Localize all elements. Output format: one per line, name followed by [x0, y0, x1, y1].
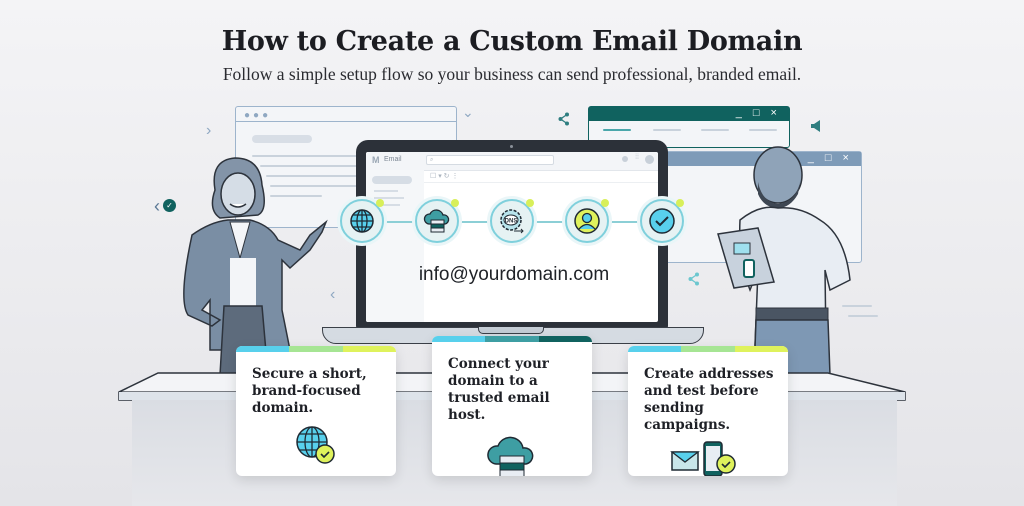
- step-domain: [340, 199, 384, 243]
- step-email-host: [415, 199, 459, 243]
- step-dns: DNS: [490, 199, 534, 243]
- chevron-right-icon: ›: [206, 122, 212, 139]
- deco-line: [848, 315, 878, 317]
- window-controls: _ □ ×: [735, 107, 781, 119]
- card-text: Secure a short, brand-focused domain.: [252, 366, 367, 416]
- email-address: info@yourdomain.com: [418, 264, 610, 285]
- dns-gear-icon: DNS: [500, 209, 524, 234]
- window-dots-icon: ●●●: [244, 110, 272, 121]
- user-icon: [574, 208, 600, 234]
- mail-logo-icon: M: [372, 155, 380, 165]
- page-title: How to Create a Custom Email Domain: [221, 26, 803, 57]
- card-secure-domain: Secure a short, brand-focused domain.: [236, 346, 396, 476]
- page-subtitle: Follow a simple setup flow so your busin…: [222, 64, 802, 84]
- card-connect-host: Connect your domain to a trusted email h…: [432, 336, 592, 476]
- compose-button[interactable]: [372, 176, 412, 184]
- step-verify: [640, 199, 684, 243]
- card-stripe: [628, 346, 788, 352]
- card-text: Create addresses and test before sending…: [644, 366, 774, 433]
- grid-icon[interactable]: ⁞⁞: [635, 154, 639, 161]
- camera-dot: [510, 145, 513, 148]
- window-controls: _ □ ×: [807, 152, 853, 164]
- deco-line: [842, 305, 872, 307]
- cloud-server-icon: [423, 209, 450, 233]
- chevron-down-icon: ⌄: [462, 104, 474, 120]
- share-icon: [688, 272, 700, 291]
- card-stripe: [432, 336, 592, 342]
- chevron-left-icon: ‹: [154, 196, 160, 216]
- check-icon: [649, 208, 675, 234]
- globe-check-icon: [296, 426, 335, 464]
- megaphone-icon: [809, 119, 823, 138]
- step-user: [565, 199, 609, 243]
- email-toolbar: ☐ ▾ ↻ ⋮: [424, 170, 658, 183]
- search-input[interactable]: ⌕: [426, 155, 554, 165]
- card-create-test: Create addresses and test before sending…: [628, 346, 788, 476]
- woman-illustration: [183, 157, 328, 375]
- chevron-left-icon: ‹: [330, 286, 336, 303]
- app-name: Email: [384, 156, 402, 163]
- mail-phone-check-icon: [670, 441, 736, 476]
- man-illustration: [717, 146, 851, 375]
- share-icon: [558, 112, 570, 131]
- card-stripe: [236, 346, 396, 352]
- apps-icon[interactable]: [622, 156, 628, 162]
- email-app-header: M Email ⌕ ⁞⁞: [366, 152, 658, 171]
- globe-icon: [350, 209, 374, 233]
- check-badge-icon: ✓: [163, 199, 176, 212]
- card-text: Connect your domain to a trusted email h…: [448, 356, 550, 423]
- email-sidebar: [366, 170, 424, 322]
- cloud-server-icon: [487, 436, 534, 476]
- avatar[interactable]: [645, 155, 654, 164]
- svg-text:DNS: DNS: [505, 219, 518, 225]
